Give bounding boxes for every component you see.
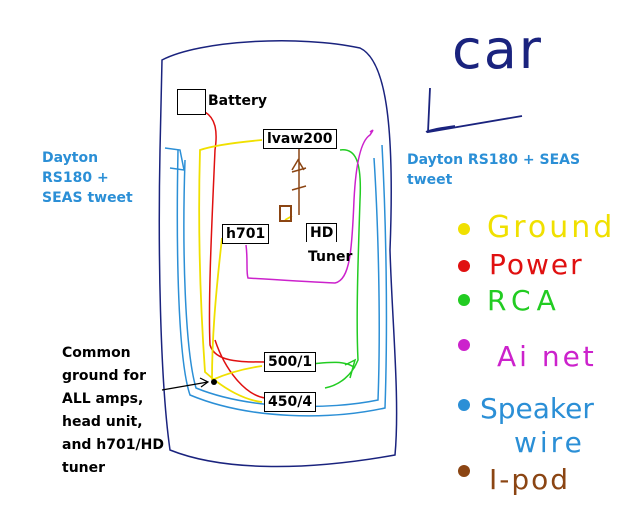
legend-dot-4 [458, 399, 470, 411]
ai-net-wire [245, 129, 374, 284]
right-speaker-line-2: tweet [407, 172, 453, 188]
car-title: car [452, 18, 543, 81]
legend-ainet-label: Ai net [497, 340, 597, 373]
left-speaker-line-3: SEAS tweet [42, 190, 133, 206]
legend-ground-label: Ground [487, 210, 616, 245]
ground-note-line-4: head unit, [62, 414, 143, 430]
ground-wire [198, 139, 293, 403]
right-speaker-label: Dayton RS180 + SEAS tweet [407, 150, 580, 190]
ground-point [211, 379, 217, 385]
ground-note: Common ground for ALL amps, head unit, a… [62, 342, 164, 480]
legend-dot-3 [458, 339, 470, 351]
legend-rca-label: RCA [487, 284, 562, 317]
legend-dots [458, 223, 470, 477]
legend-dot-2 [458, 294, 470, 306]
legend-ipod-label: I-pod [489, 463, 571, 496]
h701-box: h701 [222, 224, 270, 244]
hd-tuner-box: HD [306, 223, 338, 242]
hd-tuner-label: Tuner [308, 249, 353, 265]
amp-500-box: 500/1 [264, 352, 317, 372]
ground-note-line-1: Common [62, 345, 131, 361]
speaker-wire-left-jog [164, 147, 185, 171]
left-speaker-line-1: Dayton [42, 150, 99, 166]
amp-450-box: 450/4 [264, 392, 317, 412]
ground-arrow [161, 377, 210, 391]
battery-label: Battery [208, 93, 268, 109]
left-speaker-label: Dayton RS180 + SEAS tweet [42, 148, 133, 208]
ground-note-line-2: ground for [62, 368, 146, 384]
ipod-icon [279, 205, 292, 222]
speaker-wire-outer [176, 144, 388, 417]
ipod-wire [291, 148, 307, 215]
left-speaker-line-2: RS180 + [42, 170, 109, 186]
car-outline [158, 40, 398, 468]
legend-dot-1 [458, 260, 470, 272]
legend-dot-5 [458, 465, 470, 477]
power-wire [204, 111, 266, 399]
ground-note-line-5: and h701/HD [62, 437, 164, 453]
legend-speaker-label-2: wire [514, 426, 585, 459]
ground-note-line-6: tuner [62, 460, 106, 476]
legend-power-label: Power [489, 248, 584, 281]
ground-note-line-3: ALL amps, [62, 391, 144, 407]
lvaw200-box: lvaw200 [263, 129, 337, 149]
right-speaker-line-1: Dayton RS180 + SEAS [407, 152, 581, 168]
legend-dot-0 [458, 223, 470, 235]
car-arrow [425, 87, 523, 134]
legend-speaker-label: Speaker [480, 392, 594, 425]
battery-box [177, 89, 206, 115]
